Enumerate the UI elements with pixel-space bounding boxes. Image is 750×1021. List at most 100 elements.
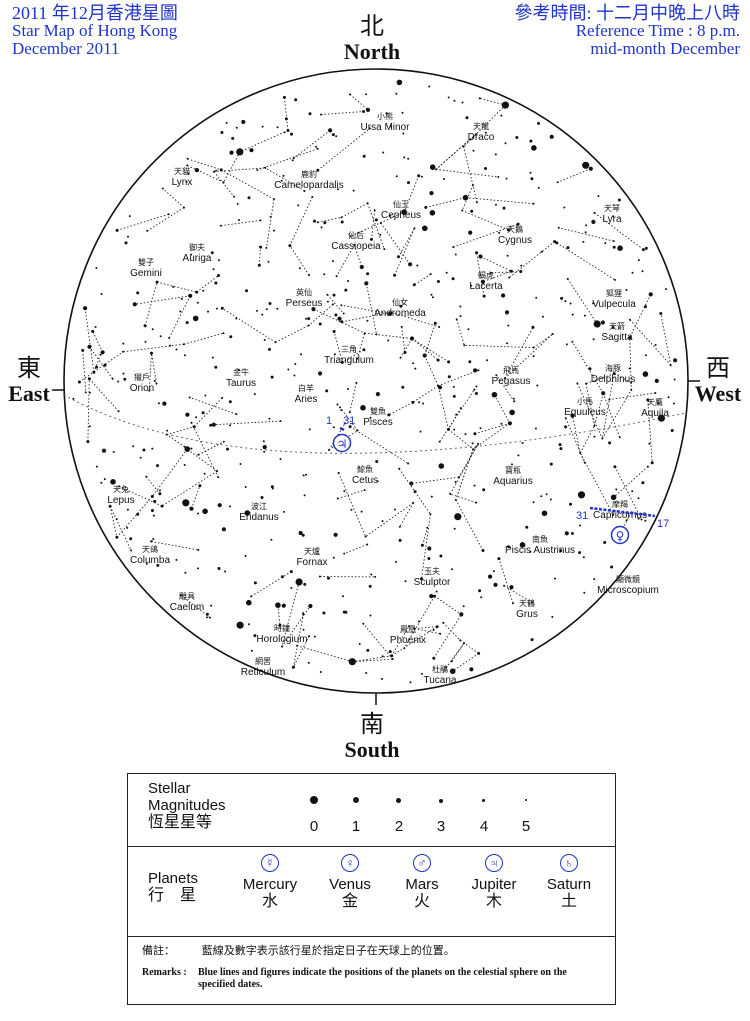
star [115, 228, 119, 232]
star [582, 556, 585, 559]
star [209, 423, 213, 427]
star [349, 93, 351, 96]
star [187, 173, 190, 175]
star [401, 111, 404, 114]
constellation-line [365, 502, 414, 537]
constellation-name-zh: 天兔 [113, 484, 129, 494]
star [183, 206, 185, 209]
star [286, 129, 290, 132]
direction-north: 北 North [330, 14, 414, 64]
constellation-name-zh: 顯微鏡 [616, 574, 640, 584]
star [217, 503, 222, 508]
star [156, 464, 159, 468]
constellation-name-en: Grus [516, 609, 538, 620]
star [365, 107, 371, 112]
star [389, 214, 392, 217]
star [188, 396, 191, 399]
constellation-name-en: Lyra [602, 214, 622, 225]
constellation-line [275, 324, 310, 343]
star [328, 449, 330, 451]
star [454, 513, 462, 521]
star [198, 484, 202, 488]
constellation-name-zh: 南魚 [532, 534, 548, 544]
constellation-name-zh: 網罟 [255, 656, 271, 666]
star [348, 658, 356, 666]
star [648, 442, 651, 445]
star [532, 355, 535, 358]
star [238, 219, 240, 221]
constellation-line [222, 307, 276, 343]
constellation-line [187, 158, 222, 171]
mercury-icon: ☿ [261, 854, 279, 872]
star [453, 428, 456, 431]
map-title-zh: 2011 年12月香港星圖 [12, 3, 178, 23]
constellation-line [328, 430, 358, 451]
star [189, 506, 194, 511]
star [229, 505, 231, 508]
star [418, 401, 420, 404]
star [465, 116, 469, 120]
star [352, 189, 355, 192]
star [183, 354, 186, 357]
star [265, 308, 268, 311]
star [413, 227, 416, 230]
star [366, 319, 369, 322]
constellation-line [341, 202, 368, 218]
star [459, 305, 462, 308]
constellation-line [250, 571, 292, 597]
star [362, 110, 365, 113]
constellation-line [414, 628, 441, 635]
constellation-line [433, 614, 462, 659]
star [613, 465, 617, 469]
star [110, 479, 116, 485]
jupiter-label-zh: 木 [485, 893, 502, 910]
star [84, 391, 87, 394]
constellation-line [166, 426, 195, 436]
star [429, 273, 432, 276]
star [554, 577, 556, 580]
star [432, 656, 436, 660]
constellation-line [451, 642, 465, 662]
constellation-line [350, 211, 405, 237]
star [557, 226, 560, 229]
star [302, 613, 305, 616]
star [475, 133, 477, 136]
star [283, 510, 286, 513]
star [259, 219, 262, 222]
star [571, 313, 574, 316]
star [260, 496, 264, 499]
star [468, 230, 473, 235]
star [390, 654, 394, 658]
star [409, 336, 415, 341]
constellation-name-en: Lacerta [469, 281, 503, 292]
star [509, 269, 513, 273]
star [472, 149, 475, 152]
constellation-line [585, 373, 615, 385]
star [438, 326, 441, 328]
constellation-line [508, 241, 555, 278]
star [462, 605, 465, 608]
star [124, 241, 128, 245]
star [545, 493, 548, 496]
constellation-line [317, 216, 342, 223]
star [408, 262, 413, 267]
constellation-line [461, 184, 474, 211]
star [100, 350, 105, 355]
star [336, 497, 339, 500]
constellation-lines [79, 94, 672, 672]
star [477, 442, 480, 445]
star [303, 190, 306, 192]
star [640, 518, 643, 521]
star [644, 246, 648, 250]
star [202, 508, 208, 515]
constellation-line [338, 472, 367, 537]
star [564, 417, 567, 420]
star [433, 594, 436, 598]
star [529, 550, 532, 553]
constellation-line [394, 228, 415, 276]
venus-date-end: 17 [657, 518, 669, 530]
